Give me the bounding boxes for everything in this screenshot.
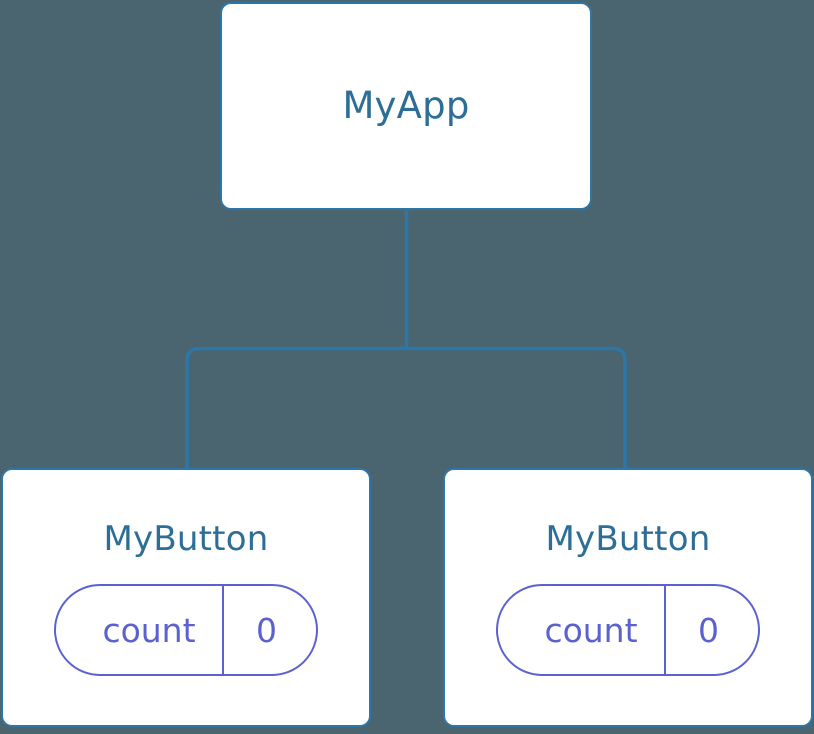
node-title: MyButton [545,518,711,559]
state-pill[interactable]: count 0 [54,584,318,677]
node-title: MyApp [342,83,470,127]
state-pill[interactable]: count 0 [496,584,760,677]
state-key-label: count [102,610,196,650]
node-myapp[interactable]: MyApp [220,2,592,210]
node-mybutton-2[interactable]: MyButton count 0 [443,468,813,727]
state-value-label: 0 [663,586,758,675]
state-value-label: 0 [221,586,316,675]
edge-root-to-right-child [406,346,627,470]
node-mybutton-1[interactable]: MyButton count 0 [1,468,371,727]
state-key-label: count [544,610,638,650]
edge-root-to-left-child [185,346,407,470]
node-title: MyButton [103,518,269,559]
